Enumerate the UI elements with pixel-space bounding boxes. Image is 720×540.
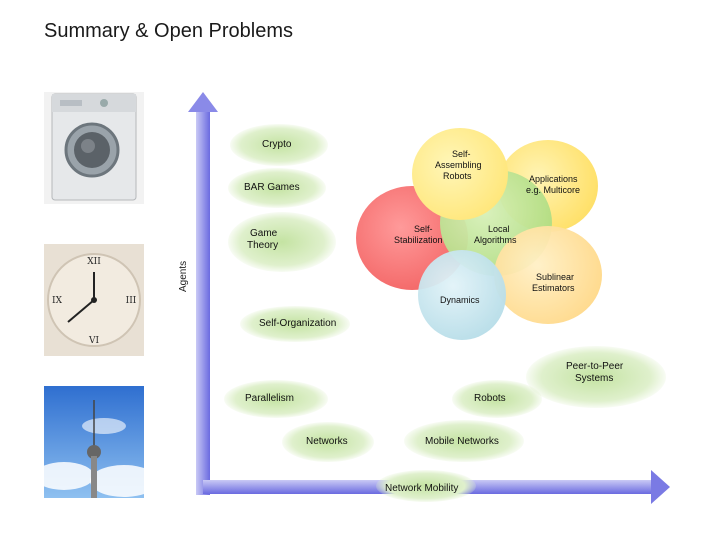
- topic-game-theory-line1: Game: [250, 228, 278, 239]
- blob-peer-to-peer: [526, 346, 666, 408]
- topic-peer-to-peer-line2: Systems: [575, 373, 614, 384]
- blob-robots: [452, 380, 542, 418]
- y-axis-label: Agents: [178, 260, 189, 292]
- flower-self-assembling-line3: Robots: [443, 171, 472, 181]
- topic-peer-to-peer-line1: Peer-to-Peer: [566, 361, 624, 372]
- topic-parallelism: Parallelism: [245, 393, 294, 404]
- blob-mobile-networks: [404, 420, 524, 462]
- wall-clock-photo: XII III VI IX: [44, 244, 144, 356]
- svg-text:IX: IX: [52, 296, 63, 306]
- flower-self-stabilization-line2: Stabilization: [394, 235, 443, 245]
- flower-sublinear-line2: Estimators: [532, 283, 575, 293]
- flower-self-assembling-line1: Self-: [452, 149, 471, 159]
- blob-bar-games: [228, 168, 326, 208]
- topic-network-mobility: Network Mobility: [385, 483, 459, 494]
- flower-dynamics: Dynamics: [440, 295, 480, 305]
- washing-machine-photo: [44, 92, 144, 204]
- flower-applications-line1: Applications: [529, 174, 578, 184]
- y-axis-arrow: [188, 92, 218, 495]
- slide-title: Summary & Open Problems: [44, 20, 293, 42]
- blob-crypto: [230, 124, 328, 166]
- topic-crypto: Crypto: [262, 139, 292, 150]
- flower-applications-line2: e.g. Multicore: [526, 185, 581, 195]
- topic-robots: Robots: [474, 393, 506, 404]
- topic-mobile-networks: Mobile Networks: [425, 436, 499, 447]
- blob-network-mobility: [376, 470, 476, 502]
- topic-game-theory-line2: Theory: [247, 240, 279, 251]
- svg-text:VI: VI: [88, 336, 99, 346]
- topic-networks: Networks: [306, 436, 348, 447]
- flower-local-algorithms-line2: Algorithms: [474, 235, 517, 245]
- petal-dynamics: [418, 250, 506, 340]
- flower-local-algorithms-line1: Local: [488, 224, 510, 234]
- svg-text:III: III: [126, 296, 137, 306]
- blob-parallelism: [224, 380, 328, 418]
- tv-tower-photo: [44, 386, 144, 498]
- svg-text:XII: XII: [87, 257, 101, 267]
- topic-bar-games: BAR Games: [244, 182, 300, 193]
- flower-self-assembling-line2: Assembling: [435, 160, 482, 170]
- flower-self-stabilization-line1: Self-: [414, 224, 433, 234]
- topic-self-organization: Self-Organization: [259, 318, 337, 329]
- petal-self-assembling-robots: [412, 128, 508, 220]
- blob-self-organization: [240, 306, 350, 342]
- petal-sublinear-estimators: [494, 226, 602, 324]
- blob-game-theory: [228, 212, 336, 272]
- blob-networks: [282, 422, 374, 462]
- flower-sublinear-line1: Sublinear: [536, 272, 575, 282]
